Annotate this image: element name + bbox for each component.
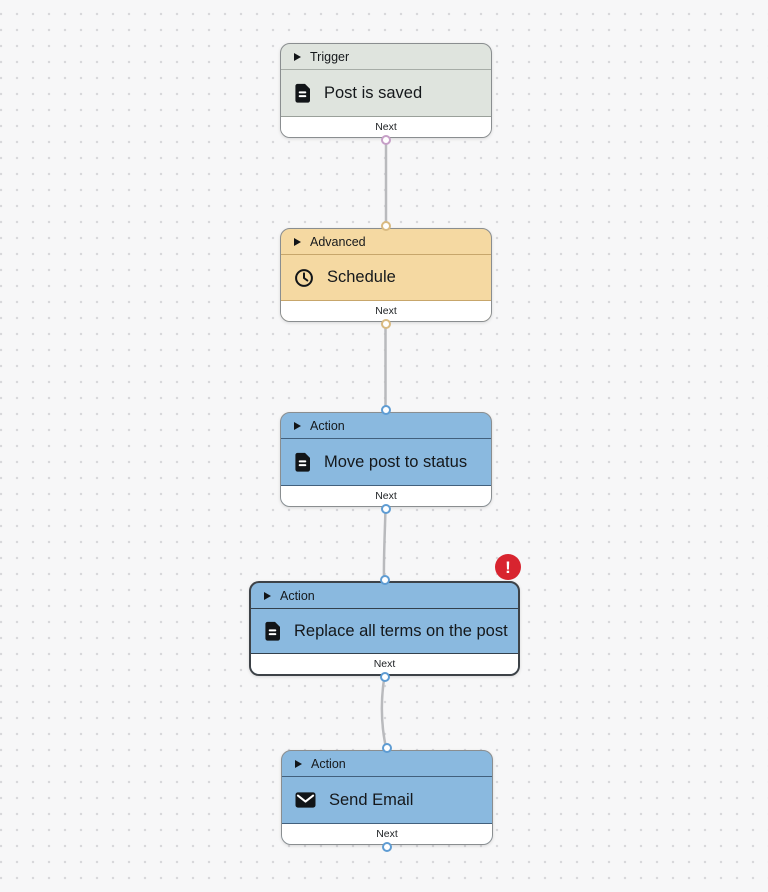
document-icon (264, 621, 281, 641)
node-title: Move post to status (324, 452, 468, 471)
node-body[interactable]: Schedule (281, 255, 491, 300)
node-header[interactable]: Action (251, 583, 518, 609)
node-title: Replace all terms on the post (294, 621, 508, 640)
node-type-label: Action (280, 588, 315, 603)
collapse-triangle-icon (264, 591, 271, 600)
next-footer: Next (281, 485, 491, 506)
input-port[interactable] (381, 405, 391, 415)
node-trigger-post-is-saved[interactable]: Trigger Post is saved Next (280, 43, 492, 145)
collapse-triangle-icon (294, 237, 301, 246)
error-badge-glyph: ! (505, 557, 511, 577)
envelope-icon (295, 792, 316, 808)
node-type-label: Advanced (310, 234, 366, 249)
node-header[interactable]: Advanced (281, 229, 491, 255)
node-title: Post is saved (324, 83, 423, 102)
node-action-replace-all-terms-on-the-post[interactable]: Action Replace all terms on the post Nex… (249, 554, 521, 682)
node-header[interactable]: Action (281, 413, 491, 439)
next-label: Next (375, 490, 397, 502)
document-icon (294, 452, 311, 472)
input-port[interactable] (382, 743, 392, 753)
collapse-triangle-icon (294, 52, 301, 61)
output-port[interactable] (381, 319, 391, 329)
node-title: Send Email (329, 790, 414, 809)
node-advanced-schedule[interactable]: Advanced Schedule Next (280, 221, 492, 329)
error-badge-icon[interactable]: ! (495, 554, 521, 580)
clock-icon (294, 268, 314, 288)
next-footer: Next (251, 653, 518, 674)
document-icon (294, 83, 311, 103)
node-type-label: Trigger (310, 49, 350, 64)
output-port[interactable] (381, 135, 391, 145)
node-type-label: Action (310, 418, 345, 433)
output-port[interactable] (381, 504, 391, 514)
output-port[interactable] (379, 672, 390, 682)
next-label: Next (375, 305, 397, 317)
node-body[interactable]: Post is saved (281, 70, 491, 116)
output-port[interactable] (382, 842, 392, 852)
node-action-send-email[interactable]: Action Send Email Next (281, 743, 493, 852)
node-type-label: Action (311, 756, 346, 771)
node-body[interactable]: Send Email (282, 777, 492, 823)
next-label: Next (376, 828, 398, 840)
node-body[interactable]: Move post to status (281, 439, 491, 485)
node-title: Schedule (327, 268, 396, 286)
node-body[interactable]: Replace all terms on the post (251, 609, 518, 653)
node-action-move-post-to-status[interactable]: Action Move post to status Next (280, 405, 492, 514)
next-footer: Next (281, 116, 491, 137)
connection-edge (382, 505, 387, 583)
connection-edge (380, 674, 388, 752)
next-label: Next (373, 658, 396, 670)
collapse-triangle-icon (295, 759, 302, 768)
node-header[interactable]: Trigger (281, 44, 491, 70)
input-port[interactable] (381, 221, 391, 231)
next-label: Next (375, 121, 397, 133)
collapse-triangle-icon (294, 421, 301, 430)
next-footer: Next (281, 300, 491, 321)
input-port[interactable] (379, 575, 390, 585)
node-header[interactable]: Action (282, 751, 492, 777)
next-footer: Next (282, 823, 492, 844)
